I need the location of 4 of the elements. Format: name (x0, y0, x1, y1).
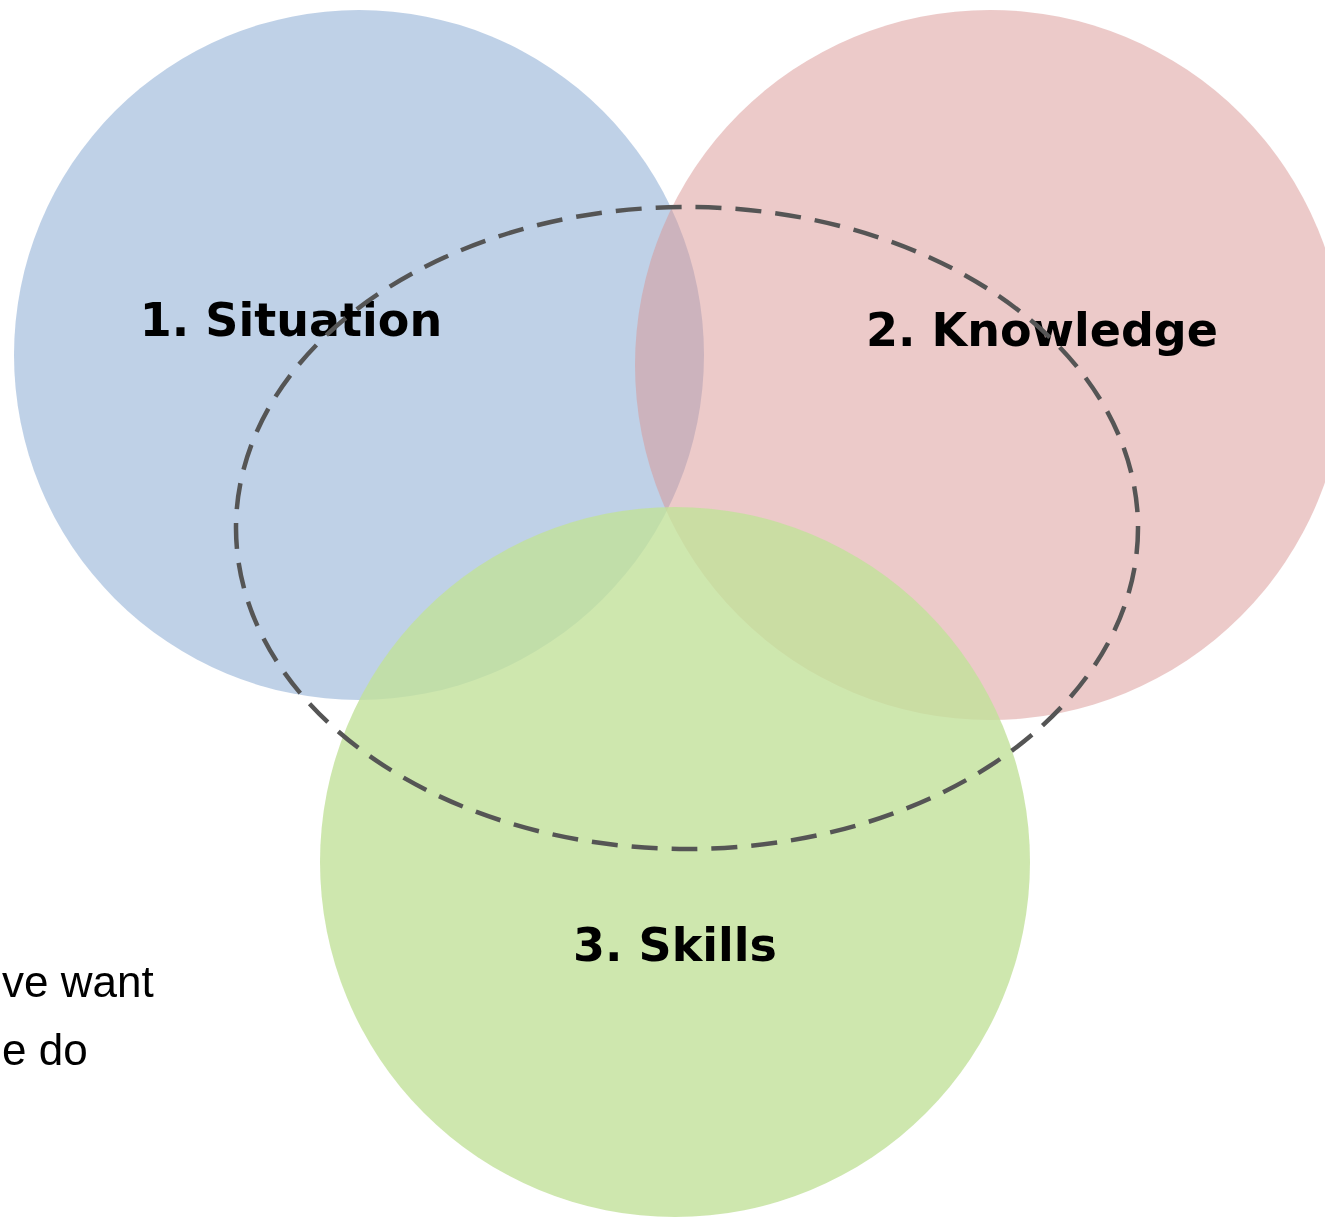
circle-label: 2. Knowledge (866, 303, 1218, 357)
circle-label: 3. Skills (573, 918, 777, 972)
circle-label: 1. Situation (139, 293, 443, 347)
note-text: ve want e do (2, 956, 155, 1076)
